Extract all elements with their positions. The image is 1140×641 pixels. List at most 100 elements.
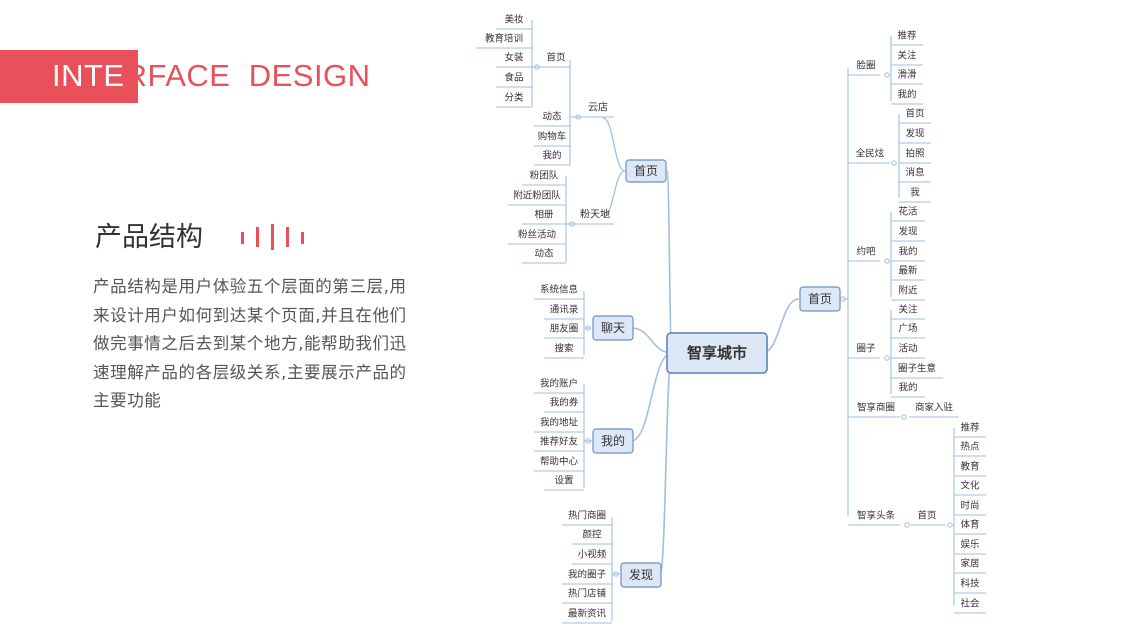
leaf-yundian-home-0: 美妆 [504, 14, 524, 26]
node-label-right-1: 全民炫 [856, 148, 885, 160]
branch-left-chat-label: 聊天 [601, 321, 625, 335]
leaf-chat-3: 搜索 [554, 343, 573, 355]
leaf-quanzi-1: 广场 [898, 323, 917, 335]
section-title: 产品结构 [95, 222, 203, 253]
leaf-yueba-2: 我的 [898, 246, 917, 258]
root-node-box [666, 332, 768, 374]
branch-left-discover-box [620, 562, 662, 588]
leaf-chat-2: 朋友圈 [550, 323, 579, 335]
connector-line [666, 170, 673, 354]
leaf-yundian-home-1: 教育培训 [485, 33, 523, 45]
page-title-red-part: RFACE DESIGN [124, 58, 371, 93]
node-label-right-2: 约吧 [856, 246, 876, 258]
leaf-quanminxuan-1: 发现 [905, 128, 925, 140]
branch-left-mine-label: 我的 [601, 433, 625, 448]
leaf-fentiandi-0: 粉团队 [530, 170, 559, 182]
leaf-discover-1: 颜控 [582, 529, 602, 541]
leaf-lianquan-0: 推荐 [897, 30, 917, 42]
leaf-mine-0: 我的账户 [540, 378, 578, 390]
expand-dot [904, 522, 910, 528]
leaf-quanminxuan-3: 消息 [905, 167, 924, 179]
leaf-toutiao-3: 文化 [960, 480, 980, 492]
node-label-toutiao-home: 首页 [917, 510, 936, 522]
leaf-yueba-4: 附近 [898, 285, 918, 297]
leaf-quanminxuan-0: 首页 [905, 108, 924, 120]
root-node-label: 智享城市 [687, 344, 747, 362]
leaf-fentiandi-1: 附近粉团队 [513, 190, 561, 202]
node-label-right-0: 脸圈 [856, 60, 875, 72]
leaf-toutiao-4: 时尚 [960, 500, 979, 512]
leaf-quanzi-4: 我的 [898, 382, 917, 394]
leaf-yundian-3: 我的 [542, 150, 561, 162]
leaf-yueba-1: 发现 [898, 226, 918, 238]
leaf-yueba-3: 最新 [898, 265, 918, 277]
leaf-toutiao-8: 科技 [960, 578, 980, 590]
leaf-discover-0: 热门商圈 [568, 510, 606, 522]
node-label-right-3: 圈子 [856, 344, 876, 355]
branch-left-home-box [625, 159, 667, 183]
leaf-toutiao-0: 推荐 [960, 422, 980, 434]
expand-dot [884, 355, 890, 361]
leaf-yueba-0: 花活 [898, 206, 918, 218]
leaf-lianquan-3: 我的 [897, 89, 916, 101]
leaf-mine-5: 设置 [554, 476, 573, 487]
leaf-shangquan-0: 商家入驻 [915, 402, 954, 414]
leaf-discover-2: 小视频 [578, 549, 607, 561]
leaf-fentiandi-4: 动态 [534, 248, 554, 260]
page-title: INTERFACE DESIGN [52, 56, 371, 96]
expand-dot [884, 72, 890, 78]
leaf-discover-5: 最新资讯 [568, 608, 607, 620]
leaf-toutiao-7: 家居 [960, 558, 979, 570]
leaf-lianquan-1: 关注 [897, 50, 917, 62]
leaf-yundian-home-4: 分类 [504, 92, 524, 104]
branch-label-yundian: 云店 [588, 101, 608, 114]
leaf-chat-0: 系统信息 [540, 284, 578, 296]
connector-line [630, 327, 673, 354]
connector-line [630, 352, 673, 442]
leaf-chat-1: 通讯录 [550, 305, 579, 316]
branch-left-chat-box [592, 315, 634, 341]
leaf-yundian-home-2: 女装 [504, 52, 524, 64]
connector-line [602, 170, 626, 218]
leaf-yundian-home-3: 食品 [504, 72, 523, 84]
leaf-discover-3: 我的圈子 [568, 569, 607, 581]
leaf-mine-2: 我的地址 [540, 417, 579, 429]
title-accent-bar [0, 50, 138, 103]
leaf-mine-3: 推荐好友 [540, 436, 579, 448]
branch-right-home-box [799, 286, 841, 312]
leaf-toutiao-1: 热点 [960, 441, 980, 453]
node-label-right-4: 智享商圈 [857, 402, 895, 414]
leaf-toutiao-9: 社会 [960, 598, 980, 610]
leaf-discover-4: 热门店铺 [568, 588, 606, 600]
branch-left-mine-box [592, 428, 634, 454]
branch-right-home-label: 首页 [808, 292, 832, 306]
leaf-quanzi-0: 关注 [898, 304, 918, 316]
expand-dot [884, 258, 890, 264]
leaf-mine-1: 我的券 [550, 397, 579, 409]
leaf-lianquan-2: 滑滑 [897, 70, 917, 81]
leaf-toutiao-6: 娱乐 [960, 539, 980, 551]
branch-left-discover-label: 发现 [629, 567, 653, 582]
leaf-quanminxuan-4: 我 [910, 188, 920, 199]
page-title-white-part: INTE [52, 58, 125, 93]
leaf-quanzi-3: 圈子生意 [898, 363, 936, 375]
connector-line [659, 352, 673, 575]
leaf-mine-4: 帮助中心 [540, 456, 579, 468]
leaf-fentiandi-3: 粉丝活动 [518, 229, 556, 241]
leaf-toutiao-2: 教育 [960, 461, 979, 473]
node-label-yundian-home: 首页 [546, 52, 565, 64]
expand-dot [901, 414, 907, 420]
branch-left-home-label: 首页 [634, 164, 658, 178]
leaf-yundian-1: 动态 [542, 111, 562, 123]
connector-line [602, 117, 626, 172]
leaf-quanzi-2: 活动 [898, 343, 917, 355]
leaf-quanminxuan-2: 拍照 [905, 148, 925, 160]
expand-dot [947, 522, 953, 528]
leaf-toutiao-5: 体育 [960, 519, 979, 531]
leaf-fentiandi-2: 相册 [534, 209, 554, 221]
expand-dot [891, 160, 897, 166]
section-description: 产品结构是用户体验五个层面的第三层,用来设计用户如何到达某个页面,并且在他们做完… [93, 277, 407, 410]
node-label-right-5: 智享头条 [857, 510, 896, 522]
leaf-yundian-2: 购物车 [538, 131, 567, 143]
